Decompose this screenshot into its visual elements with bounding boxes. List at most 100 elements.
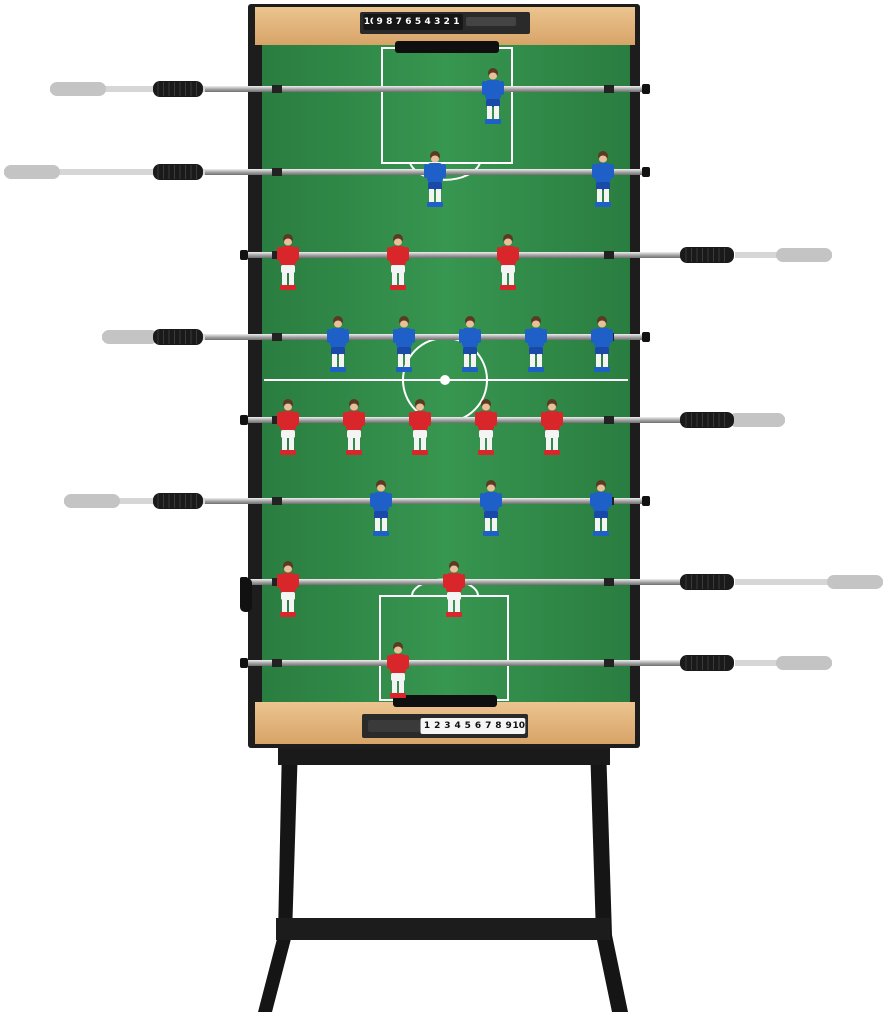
rod-shaft[interactable] bbox=[244, 660, 690, 666]
score-tile[interactable] bbox=[502, 718, 516, 734]
foosball-rod-5[interactable] bbox=[240, 399, 785, 455]
score-digit: 2 bbox=[444, 17, 450, 27]
rod-handle[interactable] bbox=[153, 329, 203, 345]
red-player[interactable] bbox=[443, 561, 465, 617]
red-player[interactable] bbox=[343, 399, 365, 455]
scoreboard-bottom-slider[interactable] bbox=[368, 720, 420, 732]
rod-shaft[interactable] bbox=[244, 579, 690, 585]
score-digit: 9 bbox=[376, 17, 382, 27]
score-digit: 3 bbox=[434, 17, 440, 27]
score-digit: 1 bbox=[453, 17, 459, 27]
red-player[interactable] bbox=[475, 399, 497, 455]
blue-player[interactable] bbox=[459, 316, 481, 372]
foosball-rod-1[interactable] bbox=[50, 68, 650, 124]
red-player[interactable] bbox=[277, 399, 299, 455]
blue-player[interactable] bbox=[592, 151, 614, 207]
center-spot bbox=[440, 375, 450, 385]
rod-end-cap bbox=[642, 84, 650, 94]
bottom-goal bbox=[393, 695, 497, 707]
score-tile[interactable] bbox=[461, 718, 475, 734]
red-player[interactable] bbox=[277, 234, 299, 290]
stand-top-beam bbox=[278, 745, 610, 765]
score-digit: 4 bbox=[424, 17, 430, 27]
red-player[interactable] bbox=[387, 234, 409, 290]
score-digit: 1 bbox=[424, 721, 430, 731]
red-player[interactable] bbox=[541, 399, 563, 455]
red-player[interactable] bbox=[409, 399, 431, 455]
ghost-handle bbox=[827, 575, 883, 589]
score-digit: 10 bbox=[364, 17, 377, 27]
rod-end-cap bbox=[240, 658, 248, 668]
stand-crossbar bbox=[276, 918, 610, 940]
ghost-handle bbox=[64, 494, 120, 508]
rod-extension bbox=[64, 498, 205, 504]
rod-end-cap bbox=[642, 332, 650, 342]
rod-end-cap bbox=[642, 496, 650, 506]
score-digit: 6 bbox=[475, 721, 481, 731]
blue-player[interactable] bbox=[482, 68, 504, 124]
stand-left-leg bbox=[258, 745, 298, 1012]
score-tile[interactable] bbox=[481, 718, 495, 734]
ghost-handle bbox=[4, 165, 60, 179]
score-tile[interactable] bbox=[471, 718, 485, 734]
rod-end-cap bbox=[240, 250, 248, 260]
ghost-handle bbox=[776, 248, 832, 262]
blue-player[interactable] bbox=[393, 316, 415, 372]
rod-handle[interactable] bbox=[153, 493, 203, 509]
rod-handle[interactable] bbox=[153, 81, 203, 97]
score-digit: 3 bbox=[444, 721, 450, 731]
foosball-rod-4[interactable] bbox=[102, 316, 650, 372]
table-stand bbox=[258, 745, 628, 1012]
score-tile[interactable] bbox=[440, 718, 454, 734]
red-player[interactable] bbox=[387, 642, 409, 698]
score-digit: 9 bbox=[505, 721, 511, 731]
red-player[interactable] bbox=[277, 561, 299, 617]
rod-shaft[interactable] bbox=[244, 417, 690, 423]
ghost-handle bbox=[50, 82, 106, 96]
blue-player[interactable] bbox=[525, 316, 547, 372]
score-digit: 7 bbox=[396, 17, 402, 27]
stand-right-leg bbox=[590, 745, 628, 1012]
score-tile[interactable] bbox=[449, 14, 463, 30]
foosball-rod-8[interactable] bbox=[240, 642, 832, 698]
score-digit: 6 bbox=[405, 17, 411, 27]
blue-player[interactable] bbox=[424, 151, 446, 207]
score-tile[interactable] bbox=[512, 718, 526, 734]
red-player[interactable] bbox=[497, 234, 519, 290]
rod-extension bbox=[4, 169, 205, 175]
blue-player[interactable] bbox=[591, 316, 613, 372]
blue-player[interactable] bbox=[480, 480, 502, 536]
score-digit: 8 bbox=[495, 721, 501, 731]
rod-shaft[interactable] bbox=[200, 334, 648, 340]
rod-shaft[interactable] bbox=[244, 252, 690, 258]
score-digit: 8 bbox=[386, 17, 392, 27]
score-tile[interactable] bbox=[430, 718, 444, 734]
blue-player[interactable] bbox=[370, 480, 392, 536]
playing-field bbox=[262, 45, 630, 702]
rod-shaft[interactable] bbox=[200, 86, 648, 92]
rod-handle[interactable] bbox=[680, 655, 734, 671]
rod-end-cap bbox=[642, 167, 650, 177]
foosball-rod-3[interactable] bbox=[240, 234, 832, 290]
rod-handle[interactable] bbox=[153, 164, 203, 180]
scoreboard-top-slider[interactable] bbox=[466, 17, 516, 26]
score-digit: 5 bbox=[465, 721, 471, 731]
side-ball-return-knob bbox=[240, 578, 252, 612]
score-tile[interactable] bbox=[451, 718, 465, 734]
blue-player[interactable] bbox=[590, 480, 612, 536]
top-goal bbox=[395, 41, 499, 53]
score-tile[interactable] bbox=[420, 718, 434, 734]
rod-extension bbox=[735, 579, 883, 585]
rod-handle[interactable] bbox=[680, 574, 734, 590]
score-tile[interactable] bbox=[491, 718, 505, 734]
ghost-handle bbox=[102, 330, 158, 344]
foosball-rod-6[interactable] bbox=[64, 480, 650, 536]
rod-handle[interactable] bbox=[680, 412, 734, 428]
rod-handle[interactable] bbox=[680, 247, 734, 263]
rod-shaft[interactable] bbox=[200, 498, 648, 504]
foosball-rod-7[interactable] bbox=[240, 561, 883, 617]
foosball-rod-2[interactable] bbox=[4, 151, 650, 207]
blue-player[interactable] bbox=[327, 316, 349, 372]
